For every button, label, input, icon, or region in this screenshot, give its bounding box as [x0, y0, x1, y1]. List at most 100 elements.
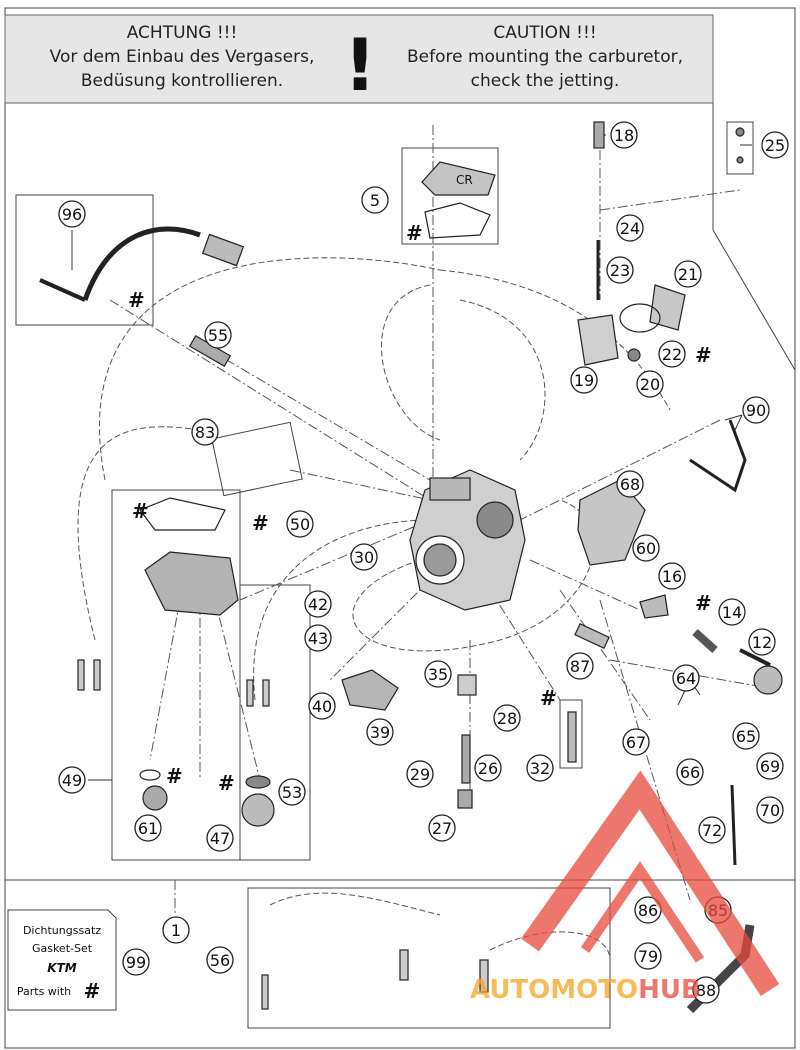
- callout-number-29: 29: [410, 765, 430, 784]
- callout-number-67: 67: [626, 733, 646, 752]
- carburetor-body: [409, 469, 526, 611]
- callout-88: 88: [692, 976, 720, 1004]
- callout-99: 99: [122, 948, 150, 976]
- callout-65: 65: [732, 722, 760, 750]
- hash-marker-22: #: [695, 343, 712, 367]
- hash-markers: # # # # # # # # #: [128, 221, 712, 795]
- callout-number-28: 28: [497, 709, 517, 728]
- callout-circle-43: [304, 624, 332, 652]
- callout-number-49: 49: [62, 771, 82, 790]
- callout-number-30: 30: [354, 548, 374, 567]
- callout-circle-72: [698, 816, 726, 844]
- watermark-triangle-icon: [521, 770, 780, 996]
- needle-clip-18: [593, 121, 605, 149]
- callout-number-24: 24: [620, 219, 640, 238]
- callout-number-53: 53: [282, 783, 302, 802]
- callout-23: 23: [606, 256, 634, 284]
- watermark-text-automoto: AUTOMOTOHUB: [470, 975, 701, 1005]
- callout-number-40: 40: [312, 697, 332, 716]
- callout-35: 35: [424, 660, 452, 688]
- callout-25: 25: [761, 131, 789, 159]
- callout-circle-40: [308, 692, 336, 720]
- automotohub-watermark: AUTOMOTOHUB: [470, 770, 780, 1005]
- hash-marker-83: #: [252, 511, 269, 535]
- valve-cover: [649, 284, 686, 331]
- callout-26: 26: [474, 754, 502, 782]
- callout-number-35: 35: [428, 665, 448, 684]
- callout-number-55: 55: [208, 326, 228, 345]
- callout-30: 30: [350, 543, 378, 571]
- callout-circle-24: [616, 214, 644, 242]
- callout-number-12: 12: [752, 633, 772, 652]
- callout-circle-22: [658, 340, 686, 368]
- box-49: [111, 489, 241, 861]
- callout-number-68: 68: [620, 475, 640, 494]
- box-83: [211, 421, 303, 497]
- callout-circle-27: [428, 814, 456, 842]
- callout-number-72: 72: [702, 821, 722, 840]
- callout-64: 64: [672, 664, 700, 692]
- callout-53: 53: [278, 778, 306, 806]
- callout-circle-21: [674, 260, 702, 288]
- callout-5: 5: [361, 186, 389, 214]
- callout-number-18: 18: [614, 126, 634, 145]
- callout-circle-30: [350, 543, 378, 571]
- hash-marker-53: #: [218, 771, 235, 795]
- callout-circle-23: [606, 256, 634, 284]
- callout-number-42: 42: [308, 595, 328, 614]
- callout-circle-55: [204, 321, 232, 349]
- callout-47: 47: [206, 824, 234, 852]
- callout-number-99: 99: [126, 953, 146, 972]
- callout-20: 20: [636, 370, 664, 398]
- caution-box: [4, 14, 714, 104]
- box-56: [247, 887, 611, 1029]
- callout-72: 72: [698, 816, 726, 844]
- watermark-part2: HUB: [638, 975, 701, 1005]
- carb-label: CR: [456, 173, 473, 187]
- callout-number-96: 96: [62, 205, 82, 224]
- carb-top-gasket: [424, 202, 491, 239]
- caution-en-title: CAUTION !!!: [493, 23, 596, 43]
- callout-19: 19: [570, 366, 598, 394]
- callout-18: 18: [610, 121, 638, 149]
- callout-number-25: 25: [765, 136, 785, 155]
- callout-24: 24: [616, 214, 644, 242]
- callout-79: 79: [634, 942, 662, 970]
- callout-21: 21: [674, 260, 702, 288]
- box-32: [559, 699, 583, 769]
- callout-90: 90: [742, 396, 770, 424]
- callout-circle-70: [756, 796, 784, 824]
- throttle-cap: [753, 665, 783, 695]
- callout-number-50: 50: [290, 515, 310, 534]
- callout-number-61: 61: [138, 819, 158, 838]
- callout-circle-68: [616, 470, 644, 498]
- callout-circle-16: [658, 562, 686, 590]
- diagram-frame: [4, 7, 796, 1049]
- callout-69: 69: [756, 752, 784, 780]
- callout-55: 55: [204, 321, 232, 349]
- callout-circle-60: [632, 534, 660, 562]
- callout-number-56: 56: [210, 951, 230, 970]
- callout-49: 49: [58, 766, 86, 794]
- caution-de-title: ACHTUNG !!!: [127, 23, 238, 43]
- callout-circle-47: [206, 824, 234, 852]
- caution-en-line2: check the jetting.: [471, 71, 620, 91]
- part-shapes: CR: [39, 121, 783, 1014]
- callout-circle-12: [748, 628, 776, 656]
- caution-de-line1: Vor dem Einbau des Vergasers,: [50, 47, 315, 67]
- caution-banner: ACHTUNG !!! Vor dem Einbau des Vergasers…: [4, 14, 714, 107]
- callout-number-65: 65: [736, 727, 756, 746]
- carb-top-cap: [421, 161, 496, 196]
- callout-circle-29: [406, 760, 434, 788]
- callout-circle-50: [286, 510, 314, 538]
- callout-27: 27: [428, 814, 456, 842]
- box-96: [15, 194, 154, 326]
- callout-29: 29: [406, 760, 434, 788]
- hash-marker-32: #: [540, 686, 557, 710]
- caution-de-line2: Bedüsung kontrollieren.: [81, 71, 283, 91]
- callout-number-26: 26: [478, 759, 498, 778]
- callout-number-70: 70: [760, 801, 780, 820]
- callout-circle-32: [526, 754, 554, 782]
- callout-22: 22: [658, 340, 686, 368]
- hash-marker-float-gasket: #: [132, 499, 149, 523]
